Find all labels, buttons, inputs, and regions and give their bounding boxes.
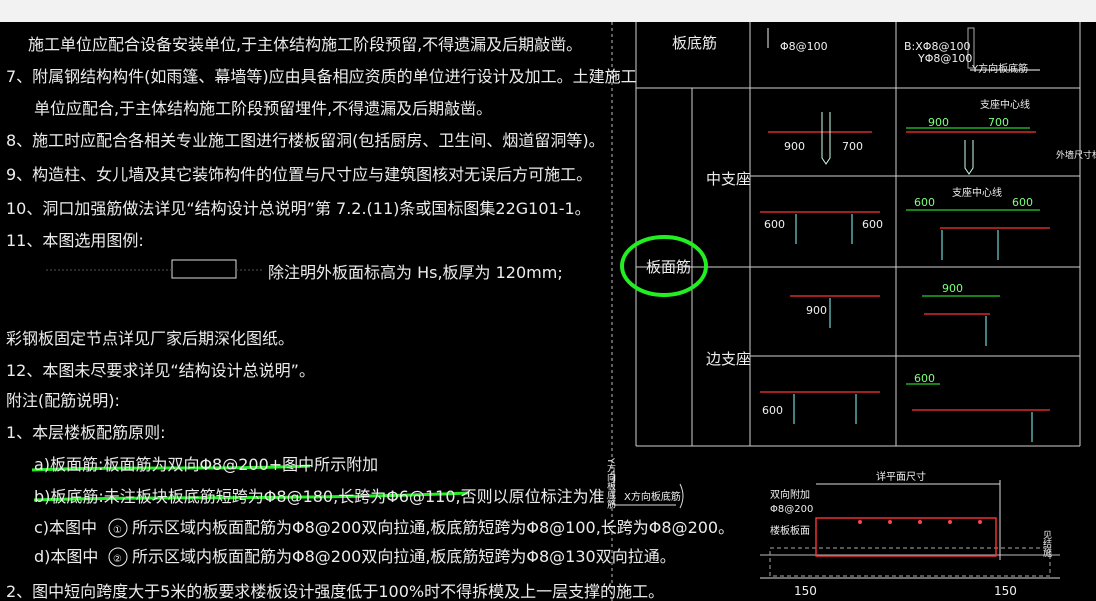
dim-600-e: 600 [914,372,935,385]
mid-support-rebar-1 [768,112,1036,175]
region-1-label: ① [113,525,122,536]
detail-x-label: X方向板底筋 [624,492,681,503]
bx-spec: B:XΦ8@100 [904,40,971,53]
note-line-9: 9、构造柱、女儿墙及其它装饰构件的位置与尺寸应与建筑图核对无误后方可施工。 [6,165,593,184]
detail-dim-right: 150 [994,584,1017,598]
note-line-8: 8、施工时应配合各相关专业施工图进行楼板留洞(包括厨房、卫生间、烟道留洞等)。 [6,131,605,150]
axis-mark [613,470,684,509]
note-line-top: 施工单位应配合设备安装单位,于主体结构施工阶段预留,不得遗漏及后期敲凿。 [28,35,583,54]
item-2: 2、图中短向跨度大于5米的板要求楼板设计强度低于100%时不得拆模及上一层支撑的… [6,582,665,601]
dim-600-d: 600 [1012,196,1033,209]
dim-700-a: 700 [842,140,863,153]
detail-title: 详平面尺寸 [876,472,926,483]
dim-600-a: 600 [764,218,785,231]
detail-spec: Φ8@200 [770,504,814,515]
window-title-bar [0,0,1096,22]
section-detail [760,480,1060,579]
bottom-rebar-sketch [767,27,1040,71]
color-steel-note: 彩钢板固定节点详见厂家后期深化图纸。 [6,329,295,348]
item-d-text: 所示区域内板面配筋为Φ8@200双向拉通,板底筋短跨为Φ8@130双向拉通。 [132,547,676,566]
highlight-circle [620,235,708,297]
region-marker-2 [108,547,128,567]
item-1: 1、本层楼板配筋原则: [6,423,166,442]
note-line-7: 7、附属钢结构构件(如雨篷、幕墙等)应由具备相应资质的单位进行设计及加工。土建施… [6,67,637,86]
note-line-11: 11、本图选用图例: [6,231,144,250]
y-direction-label: Y方向板底筋 [972,64,1029,75]
dim-900-d: 900 [942,282,963,295]
detail-y-label: Y方向板底筋 [605,458,615,509]
appendix-heading: 附注(配筋说明): [6,391,120,410]
item-c-prefix: c)本图中 [34,518,98,537]
dim-700-b: 700 [988,116,1009,129]
mid-support-rebar-2 [760,209,1050,260]
dim-600-f: 600 [762,404,783,417]
detail-rebar-label: 双向附加 [770,490,810,501]
by-spec: YΦ8@100 [918,52,973,65]
detail-dim-left: 150 [794,584,817,598]
detail-floor-label: 楼板板面 [770,526,810,537]
dim-600-b: 600 [862,218,883,231]
support-center-line-2: 支座中心线 [952,188,1002,199]
rebar-table-grid [635,22,1081,447]
item-d-prefix: d)本图中 [34,547,99,566]
mid-support-label: 中支座 [706,170,752,188]
note-line-12: 12、本图未尽要求详见“结构设计总说明”。 [6,361,315,380]
edge-support-rebar-2 [760,383,1050,442]
detail-side-label: 见结施 [1041,530,1051,557]
highlight-underline-a [31,464,311,472]
dim-900-b: 900 [928,116,949,129]
highlight-underline-b [33,491,469,502]
region-marker-1 [108,518,128,538]
dim-900-a: 900 [784,140,805,153]
edge-support-rebar-1 [790,295,1000,346]
dim-600-c: 600 [914,196,935,209]
item-b: b)板底筋:未注板块板底筋短跨为Φ8@180,长跨为Φ6@110,否则以原位标注… [34,487,605,506]
region-2-label: ② [113,554,122,565]
edge-support-label: 边支座 [706,350,752,368]
legend-text: 除注明外板面标高为 Hs,板厚为 120mm; [268,263,563,282]
legend-symbol [171,259,237,279]
support-center-line-1: 支座中心线 [980,100,1030,111]
dim-900-c: 900 [806,304,827,317]
note-line-10: 10、洞口加强筋做法详见“结构设计总说明”第 7.2.(11)条或国标图集22G… [6,199,591,218]
row-label-bottom-rebar: 板底筋 [672,34,718,52]
top-cell-spec: Φ8@100 [780,40,828,53]
item-c-text: 所示区域内板面配筋为Φ8@200双向拉通,板底筋短跨为Φ8@100,长跨为Φ8@… [132,518,735,537]
note-line-7b: 单位应配合,于主体结构施工阶段预留埋件,不得遗漏及后期敲凿。 [34,99,493,118]
item-a: a)板面筋:板面筋为双向Φ8@200+图中所示附加 [34,455,379,474]
side-note: 外墙尺寸标注 [1056,151,1096,161]
circled-top-rebar-label: 板面筋 [646,258,692,276]
